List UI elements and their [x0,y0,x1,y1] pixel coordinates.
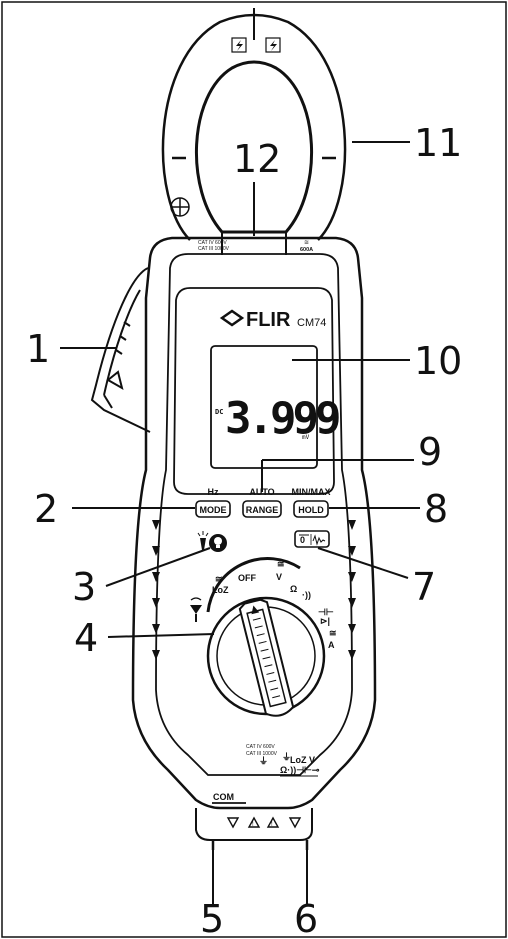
svg-text:!: ! [252,822,254,828]
terminal-ground-icon: ⏚ [259,756,268,766]
loz-ac-dc-icon: ≅ [215,574,223,584]
callout-8: 8 [424,487,448,531]
callout-5: 5 [200,897,224,939]
callout-10: 10 [414,339,462,383]
dial-label-v: V [276,572,282,582]
callout-9: 9 [418,430,442,474]
com-terminal-label: COM [213,792,234,802]
jaw-cat-rating-1: CAT IV 600V [198,240,227,246]
inrush-icon [312,534,326,546]
ground-icon [170,197,190,217]
dial-label-amps: A [328,640,335,650]
amps-ac-dc-icon: ≅ [329,628,337,638]
dial-label-ohm: Ω [290,584,297,594]
jaw-cat-rating-2: CAT III 1000V [198,246,230,252]
side-grip-notches [152,520,356,660]
jaw-warning-icons [231,37,281,53]
jaw-trigger [90,267,151,433]
continuity-icon: ·)) [302,590,311,600]
callout-7: 7 [412,565,436,609]
flashlight-button[interactable] [197,531,227,552]
callout-6: 6 [294,897,318,939]
dial-label-capacitance: ⊣⊢ [318,607,334,617]
flashlight-icon [200,538,206,550]
zero-icon: 0 [300,535,305,545]
terminal-cat-rating-2: CAT III 1000V [246,751,278,757]
jaw-current-symbol: ≅ [304,240,309,246]
lcd-unit: mV [302,434,310,441]
dial-pointer-icon [251,605,260,615]
mode-button-top-label: Hz [208,487,219,497]
input-ncv-icon: ⏚ [282,752,291,762]
brand-name: FLIR [246,309,291,331]
brand-logo: FLIR CM74 [219,309,326,331]
dial-label-off: OFF [238,573,256,583]
hold-button-label: HOLD [298,505,324,515]
callout-3: 3 [72,565,96,609]
v-ac-dc-icon: ≅ [277,559,285,569]
input-terminal-functions: Ω·))⊣⊢⊸ [280,765,320,775]
lcd-dc-indicator: DC [215,408,223,416]
hold-button-top-label: MIN/MAX [292,487,331,497]
model-name: CM74 [297,317,326,329]
range-button-label: RANGE [246,505,279,515]
function-dial[interactable] [206,557,326,719]
jaw-current-rating: 600A [300,247,313,253]
ncv-icon [190,597,202,622]
clamp-jaw [161,8,347,241]
meter-body [131,232,377,841]
callout-leaders [60,141,420,905]
callout-4: 4 [74,616,98,660]
diode-icon: ⊳| [320,616,330,626]
lcd-display: DC 3.999 mV [210,345,343,469]
input-terminal-label: LoZ V [290,755,315,765]
callout-12: 12 [233,137,281,181]
callout-1: 1 [26,327,50,371]
callout-11: 11 [414,121,462,165]
lcd-reading: 3.999 [225,393,339,444]
probe-stubs [211,840,309,850]
zero-inrush-button[interactable]: 0 [294,530,330,548]
terminal-cat-rating-1: CAT IV 600V [246,744,275,750]
mode-button-label: MODE [200,505,227,515]
button-hold[interactable]: MIN/MAX HOLD [292,487,331,518]
button-mode[interactable]: Hz MODE [195,487,231,518]
dial-label-loz: LoZ [212,585,229,595]
svg-text:!: ! [271,822,273,828]
light-bulb-icon [214,537,222,545]
callout-2: 2 [34,487,58,531]
terminal-warning-icons: ! ! [226,816,302,829]
